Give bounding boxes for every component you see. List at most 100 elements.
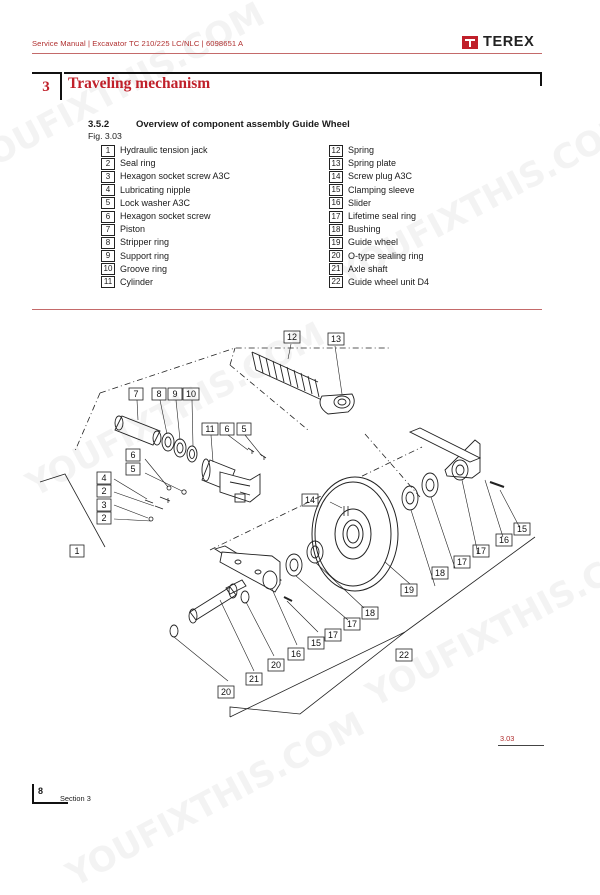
svg-text:15: 15 [311, 638, 321, 648]
svg-text:3: 3 [101, 500, 106, 510]
callout-13: 13 [327, 332, 345, 346]
callout-18: 18 [431, 566, 449, 580]
svg-text:7: 7 [133, 389, 138, 399]
callouts: 12 13 7 8 9 10 11 6 5 6 5 4 2 3 2 1 14 1… [69, 330, 531, 699]
svg-text:8: 8 [156, 389, 161, 399]
svg-text:13: 13 [331, 334, 341, 344]
chapter-rule-end [540, 72, 542, 86]
callout-1: 1 [69, 544, 85, 558]
callout-2: 2 [96, 484, 112, 498]
svg-text:5: 5 [241, 424, 246, 434]
callout-17: 17 [324, 628, 342, 642]
svg-text:18: 18 [365, 608, 375, 618]
callout-22: 22 [395, 648, 413, 662]
footer-rule [32, 802, 68, 804]
svg-text:19: 19 [404, 585, 414, 595]
svg-text:12: 12 [287, 332, 297, 342]
svg-text:9: 9 [172, 389, 177, 399]
svg-text:2: 2 [101, 486, 106, 496]
svg-text:10: 10 [186, 389, 196, 399]
callout-16: 16 [287, 647, 305, 661]
guide-wheel-part [311, 476, 399, 592]
svg-text:20: 20 [221, 687, 231, 697]
footer-bar [32, 784, 34, 804]
svg-text:21: 21 [249, 674, 259, 684]
section-heading: 3.5.2 Overview of component assembly Guid… [88, 119, 350, 130]
svg-text:14: 14 [305, 495, 315, 505]
callout-21: 21 [245, 672, 263, 686]
svg-text:15: 15 [517, 524, 527, 534]
callout-7: 7 [128, 387, 144, 401]
callout-8: 8 [151, 387, 167, 401]
callout-12: 12 [283, 330, 301, 344]
svg-text:22: 22 [399, 650, 409, 660]
svg-text:4: 4 [101, 473, 106, 483]
callout-17: 17 [453, 555, 471, 569]
spring-part [249, 351, 325, 401]
svg-text:17: 17 [347, 619, 357, 629]
section-rule [32, 309, 542, 310]
svg-text:17: 17 [476, 546, 486, 556]
callout-19: 19 [400, 583, 418, 597]
callout-9: 9 [167, 387, 183, 401]
callout-15: 15 [307, 636, 325, 650]
figure-label: Fig. 3.03 [88, 131, 122, 141]
callout-4: 4 [96, 471, 112, 485]
left-slider-assembly [213, 540, 324, 602]
svg-text:11: 11 [205, 424, 214, 434]
document-header: Service Manual | Excavator TC 210/225 LC… [32, 39, 244, 48]
guide-wheel-exploded-diagram: 12 13 7 8 9 10 11 6 5 6 5 4 2 3 2 1 14 1… [39, 330, 536, 718]
chapter-rule [64, 72, 542, 74]
bracket-lines [39, 473, 536, 718]
piston-part [114, 415, 162, 446]
footer-section: Section 3 [60, 794, 91, 803]
svg-text:6: 6 [130, 450, 135, 460]
svg-text:6: 6 [224, 424, 229, 434]
cylinder-part [201, 458, 261, 503]
brand-name: TEREX [483, 34, 535, 50]
callout-17: 17 [472, 544, 490, 558]
callout-16: 16 [495, 533, 513, 547]
svg-text:16: 16 [499, 535, 509, 545]
callout-5: 5 [236, 422, 252, 436]
svg-text:1: 1 [74, 546, 79, 556]
svg-text:5: 5 [130, 464, 135, 474]
callout-5: 5 [125, 462, 141, 476]
figure-reference: 3.03 [500, 734, 515, 743]
callout-14: 14 [301, 493, 319, 507]
svg-text:20: 20 [271, 660, 281, 670]
svg-text:18: 18 [435, 568, 445, 578]
callout-15: 15 [513, 522, 531, 536]
callout-11: 11 [201, 422, 219, 436]
chapter-number: 3 [32, 72, 62, 100]
svg-text:17: 17 [457, 557, 467, 567]
axle-shaft-part [169, 579, 250, 638]
section-title: Overview of component assembly Guide Whe… [136, 119, 350, 130]
callout-3: 3 [96, 498, 112, 512]
watermark: YOUFIXTHIS.COM [60, 704, 372, 895]
chapter-heading: 3 Traveling mechanism [32, 72, 542, 100]
section-number: 3.5.2 [88, 119, 110, 130]
callout-18: 18 [361, 606, 379, 620]
